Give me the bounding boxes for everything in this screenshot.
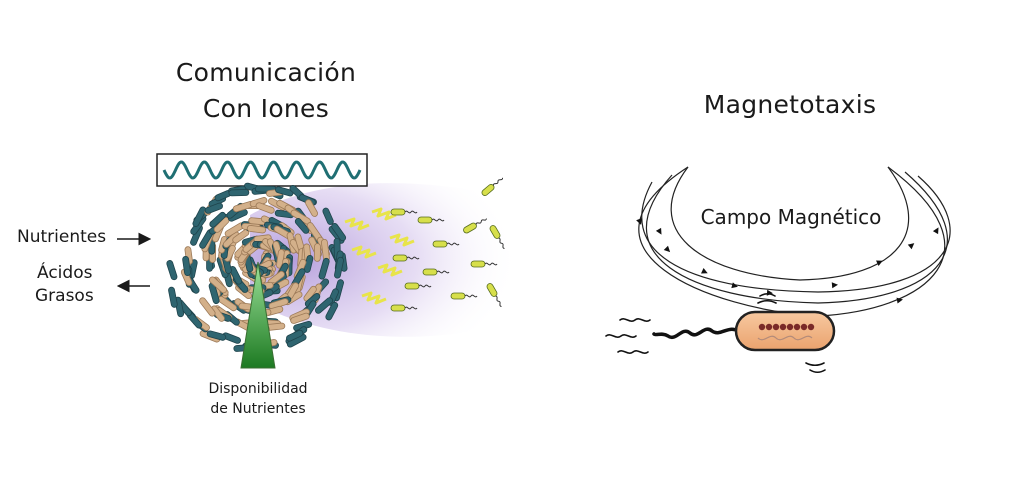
magnetosome	[779, 323, 787, 331]
colony-cell	[206, 330, 227, 341]
magnetosome	[807, 323, 815, 331]
colony-cell	[180, 268, 193, 287]
fatty-acids-label-line2: Grasos	[35, 286, 94, 306]
cone-label-line1: Disponibilidad	[208, 381, 308, 397]
small-bacterium	[486, 283, 502, 307]
magnetosome	[793, 323, 801, 331]
field-arrow	[831, 282, 838, 289]
ion-bolt	[389, 233, 415, 247]
cone-label-line2: de Nutrientes	[210, 401, 306, 417]
colony-cell	[315, 297, 334, 314]
small-bacterium	[392, 254, 420, 262]
colony-cell	[210, 305, 225, 322]
ion-bolt	[351, 245, 377, 259]
right-title: Magnetotaxis	[703, 90, 877, 119]
magnetic-field-label: Campo Magnético	[700, 205, 882, 229]
colony-cell	[228, 189, 250, 197]
field-arrow	[896, 297, 903, 304]
colony-cell	[325, 301, 339, 321]
colony-cell	[305, 199, 319, 217]
colony-cell	[192, 206, 207, 227]
colony-cell	[229, 266, 243, 285]
small-bacterium	[463, 218, 487, 234]
field-arrow	[876, 260, 883, 266]
small-bacterium	[432, 240, 460, 248]
colony-cell	[294, 218, 310, 234]
small-bacterium	[390, 304, 418, 312]
small-bacterium	[417, 216, 445, 224]
small-bacterium	[404, 282, 432, 290]
colony-cell	[168, 286, 178, 308]
ion-bolt	[377, 263, 403, 277]
field-arrow	[655, 227, 662, 235]
field-arrow	[932, 227, 939, 235]
colony-cell	[166, 260, 178, 281]
ion-bolt	[361, 291, 387, 305]
swimming-bacteria	[390, 177, 505, 312]
magnetotactic-bacterium	[652, 310, 836, 352]
colony-cell	[303, 285, 317, 302]
field-arrow	[907, 243, 915, 250]
colony-cell	[209, 276, 227, 294]
colony-cell	[204, 202, 224, 214]
magnetosome	[800, 323, 808, 331]
colony-cell	[246, 225, 267, 234]
magnetic-field-lines	[638, 166, 951, 317]
nutrient-gradient-cone	[240, 261, 276, 369]
colony-cell	[199, 297, 216, 317]
small-bacterium	[450, 292, 478, 300]
colony-cell	[275, 186, 294, 197]
magnetosome	[786, 323, 794, 331]
magnetosome	[758, 323, 766, 331]
nutrients-label: Nutrientes	[17, 227, 107, 247]
ion-bolt	[344, 217, 370, 231]
colony-cell	[286, 329, 304, 342]
magnetosome	[765, 323, 773, 331]
colony-cell	[182, 255, 191, 277]
ion-wave-box	[156, 153, 368, 187]
ion-signal-bolts	[344, 207, 415, 305]
colony-cell	[334, 256, 344, 279]
magnetosome	[772, 323, 780, 331]
field-arrow	[636, 218, 642, 225]
ion-bolt	[371, 207, 397, 221]
fatty-acids-label-line1: Ácidos	[37, 263, 93, 283]
small-bacterium	[422, 268, 450, 276]
colony-cell	[290, 312, 310, 324]
small-bacterium	[481, 177, 504, 196]
small-bacterium	[390, 208, 418, 216]
colony-cell	[313, 243, 321, 262]
colony-cell	[322, 207, 334, 225]
colony-cell	[255, 202, 275, 214]
motion-lines	[605, 292, 826, 374]
colony-cell	[209, 211, 226, 228]
colony-cell	[331, 222, 347, 242]
magnetosome-chain	[758, 323, 815, 331]
small-bacterium	[489, 225, 505, 249]
field-arrow	[701, 268, 708, 274]
small-bacterium	[470, 260, 498, 268]
left-title-line1: Comunicación	[175, 58, 357, 87]
colony-cell	[318, 257, 330, 280]
field-arrow	[663, 245, 671, 253]
left-title-line2: Con Iones	[202, 94, 330, 123]
field-arrow	[731, 282, 738, 289]
